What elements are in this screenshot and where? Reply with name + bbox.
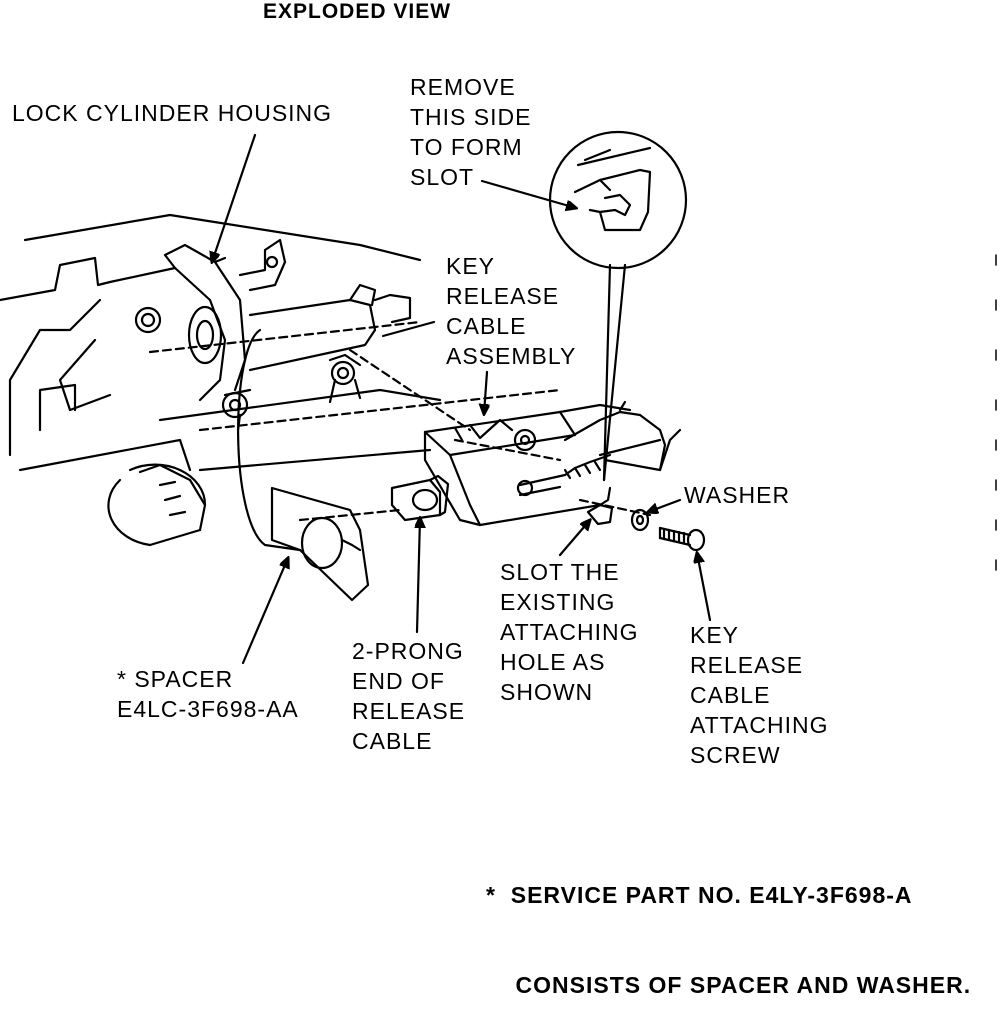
label-lock-cylinder-housing: LOCK CYLINDER HOUSING (12, 100, 333, 126)
washer-drawing (630, 508, 650, 532)
spacer-part-drawing (270, 486, 370, 602)
label-two-prong-end: 2-PRONG END OF RELEASE CABLE (352, 638, 466, 754)
diagram-title: EXPLODED VIEW (263, 0, 452, 23)
label-key-release-cable-assembly: KEY RELEASE CABLE ASSEMBLY (446, 253, 577, 369)
slot-tab-drawing (586, 503, 614, 526)
label-washer: WASHER (684, 482, 791, 508)
attaching-screw-drawing (658, 526, 706, 552)
exploded-view-illustration (0, 130, 997, 665)
label-key-release-cable-attaching-screw: KEY RELEASE CABLE ATTACHING SCREW (690, 622, 829, 768)
lock-cylinder-housing-drawing (0, 213, 442, 547)
key-release-cable-assembly-drawing (423, 400, 682, 527)
label-remove-this-side: REMOVE THIS SIDE TO FORM SLOT (410, 74, 532, 190)
two-prong-end-drawing (390, 474, 450, 522)
footnote-service-part: * SERVICE PART NO. E4LY-3F698-A CONSISTS… (486, 882, 972, 998)
label-slot-existing-hole: SLOT THE EXISTING ATTACHING HOLE AS SHOW… (500, 559, 639, 705)
label-spacer: * SPACER E4LC-3F698-AA (117, 666, 299, 722)
